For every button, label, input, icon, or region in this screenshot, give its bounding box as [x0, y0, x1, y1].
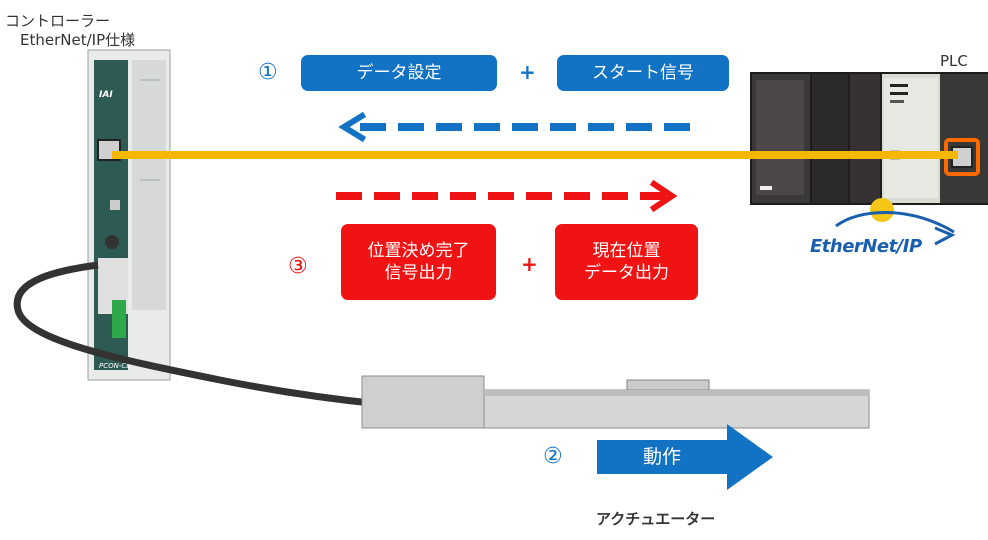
actuator-unit	[361, 375, 870, 429]
step1-number: ①	[258, 60, 278, 85]
plc-label: PLC	[940, 52, 968, 70]
response-arrow-head	[649, 179, 678, 213]
controller-model: PCON-CB	[99, 362, 131, 370]
step2-number: ②	[543, 444, 563, 469]
step1-plus: +	[519, 60, 536, 84]
actuator-label: アクチュエーター	[596, 510, 716, 528]
command-arrow-head	[338, 111, 367, 143]
step1-start-signal-box: スタート信号	[557, 55, 729, 91]
step3-number: ③	[288, 254, 308, 279]
step3-current-position-box: 現在位置 データ出力	[555, 224, 698, 300]
controller-brand: IAI	[99, 90, 113, 100]
step3-box1-line2: 信号出力	[384, 263, 453, 283]
controller-title-line1: コントローラー	[5, 12, 111, 30]
step3-positioning-complete-box: 位置決め完了 信号出力	[341, 224, 496, 300]
controller-unit	[87, 49, 171, 381]
ethernet-ip-logo-text: EtherNet/IP	[810, 236, 922, 257]
step3-box2-line2: データ出力	[584, 263, 669, 283]
step1-data-setting-box: データ設定	[301, 55, 497, 91]
controller-title-line2: EtherNet/IP仕様	[20, 31, 136, 49]
step3-plus: +	[521, 252, 538, 276]
ethernet-ip-logo	[835, 198, 956, 246]
step3-box1-line1: 位置決め完了	[367, 241, 470, 261]
actuator-cable	[13, 261, 381, 408]
step3-box2-line1: 現在位置	[592, 241, 661, 261]
step2-action-label: 動作	[643, 446, 682, 468]
motion-arrow	[597, 424, 773, 490]
